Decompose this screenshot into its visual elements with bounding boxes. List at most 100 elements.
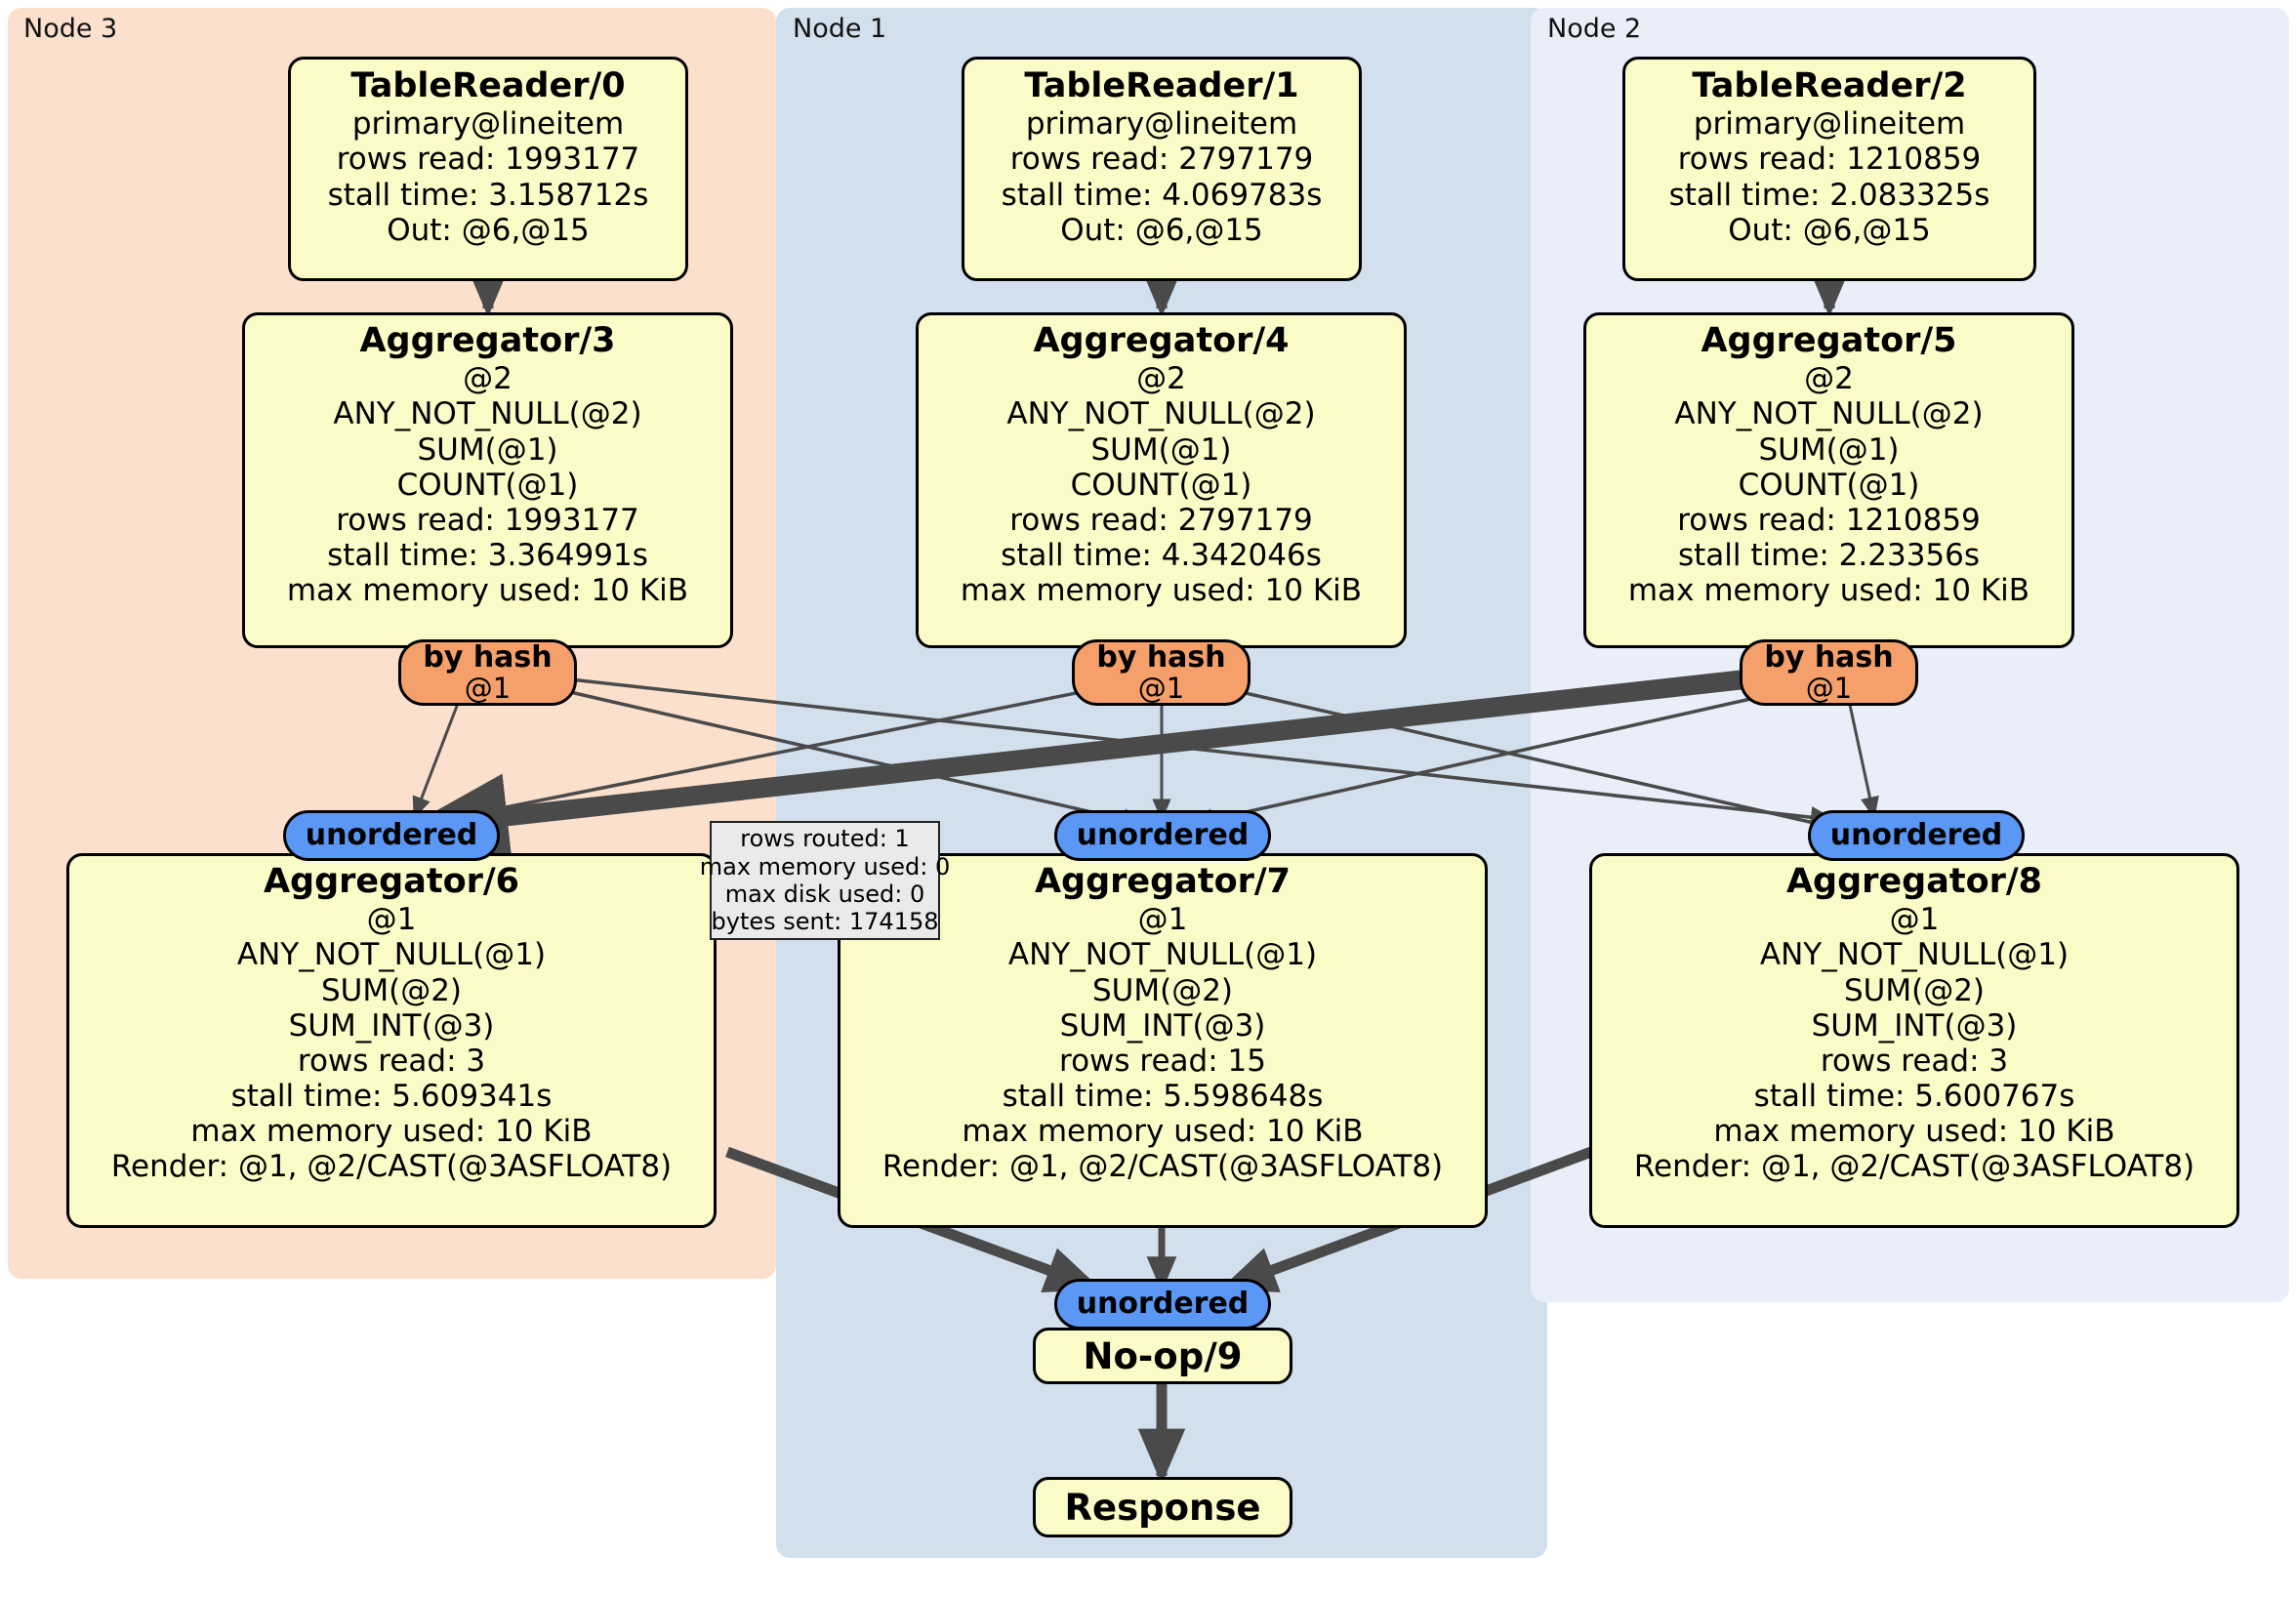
synchronizer-unordered-8[interactable]: unordered [1808, 810, 2025, 861]
processor-detail: SUM(@2) [1843, 972, 1986, 1008]
processor-detail: rows read: 1993177 [336, 142, 640, 178]
processor-detail: stall time: 2.23356s [1677, 537, 1981, 573]
processor-aggregator-6[interactable]: Aggregator/6 @1 ANY_NOT_NULL(@1) SUM(@2)… [66, 853, 717, 1228]
processor-title: Aggregator/7 [1034, 862, 1292, 901]
processor-title: No-op/9 [1083, 1334, 1243, 1377]
processor-tablereader-1[interactable]: TableReader/1 primary@lineitem rows read… [962, 57, 1362, 281]
processor-detail: rows read: 15 [1059, 1043, 1266, 1079]
processor-tablereader-0[interactable]: TableReader/0 primary@lineitem rows read… [288, 57, 688, 281]
processor-detail: SUM(@1) [1090, 431, 1232, 468]
processor-detail: max memory used: 10 KiB [1627, 572, 2030, 608]
router-by-hash-5[interactable]: by hash @1 [1740, 639, 1918, 706]
processor-title: TableReader/2 [1692, 66, 1967, 105]
processor-detail: max memory used: 10 KiB [1713, 1113, 2115, 1149]
processor-detail: max memory used: 10 KiB [190, 1113, 593, 1149]
processor-detail: SUM_INT(@3) [288, 1007, 495, 1044]
processor-detail: primary@lineitem [1693, 106, 1966, 143]
processor-detail: stall time: 5.609341s [230, 1078, 553, 1114]
processor-aggregator-7[interactable]: Aggregator/7 @1 ANY_NOT_NULL(@1) SUM(@2)… [838, 853, 1488, 1228]
synchronizer-unordered-6[interactable]: unordered [283, 810, 500, 861]
processor-detail: stall time: 5.598648s [1002, 1078, 1324, 1114]
processor-detail: rows read: 1993177 [336, 502, 639, 538]
processor-detail: @1 [1137, 902, 1188, 938]
router-column: @1 [464, 671, 512, 705]
processor-response[interactable]: Response [1033, 1477, 1292, 1537]
stream-stats-tooltip: rows routed: 1 max memory used: 0 max di… [700, 821, 950, 940]
processor-detail: ANY_NOT_NULL(@1) [1759, 937, 2070, 973]
processor-detail: COUNT(@1) [1738, 467, 1920, 503]
synchronizer-unordered-7[interactable]: unordered [1054, 810, 1271, 861]
cluster-label-node2: Node 2 [1547, 14, 1642, 44]
processor-detail: primary@lineitem [1025, 106, 1298, 143]
processor-detail: ANY_NOT_NULL(@1) [236, 937, 547, 973]
processor-title: Aggregator/6 [263, 862, 520, 901]
router-by-hash-4[interactable]: by hash @1 [1072, 639, 1250, 706]
processor-detail: Render: @1, @2/CAST(@3ASFLOAT8) [1633, 1149, 2195, 1185]
processor-title: TableReader/1 [1024, 66, 1299, 105]
processor-detail: max memory used: 10 KiB [962, 1113, 1364, 1149]
synchronizer-label: unordered [1076, 818, 1250, 852]
processor-detail: rows read: 3 [297, 1043, 486, 1079]
router-column: @1 [1805, 671, 1853, 705]
cluster-label-node3: Node 3 [23, 14, 118, 44]
processor-detail: rows read: 2797179 [1009, 142, 1314, 178]
synchronizer-label: unordered [1829, 818, 2003, 852]
tooltip-line: max disk used: 0 [724, 880, 925, 908]
processor-title: Aggregator/8 [1785, 862, 2043, 901]
synchronizer-label: unordered [1076, 1287, 1250, 1321]
processor-detail: SUM(@2) [1091, 972, 1234, 1008]
processor-detail: Out: @6,@15 [1728, 212, 1931, 248]
processor-detail: COUNT(@1) [396, 467, 579, 503]
processor-detail: stall time: 4.069783s [1001, 177, 1323, 213]
synchronizer-unordered-9[interactable]: unordered [1054, 1279, 1271, 1330]
processor-detail: primary@lineitem [351, 106, 625, 143]
cluster-label-node1: Node 1 [793, 14, 887, 44]
tooltip-line: max memory used: 0 [699, 852, 951, 880]
processor-noop-9[interactable]: No-op/9 [1033, 1328, 1292, 1384]
processor-detail: stall time: 3.364991s [327, 537, 648, 573]
processor-detail: Render: @1, @2/CAST(@3ASFLOAT8) [110, 1149, 673, 1185]
processor-detail: Out: @6,@15 [387, 212, 590, 248]
router-by-hash-3[interactable]: by hash @1 [398, 639, 577, 706]
processor-detail: rows read: 2797179 [1009, 502, 1313, 538]
tooltip-line: rows routed: 1 [740, 825, 910, 853]
processor-detail: max memory used: 10 KiB [286, 572, 689, 608]
processor-detail: Out: @6,@15 [1060, 212, 1263, 248]
router-label: by hash [1096, 640, 1226, 676]
processor-title: Aggregator/3 [359, 321, 616, 360]
processor-detail: @1 [1889, 902, 1940, 938]
processor-detail: Render: @1, @2/CAST(@3ASFLOAT8) [882, 1149, 1444, 1185]
processor-tablereader-2[interactable]: TableReader/2 primary@lineitem rows read… [1622, 57, 2036, 281]
processor-detail: @2 [1804, 361, 1854, 397]
processor-title: Aggregator/5 [1701, 321, 1957, 360]
router-label: by hash [1764, 640, 1894, 676]
processor-title: Aggregator/4 [1033, 321, 1290, 360]
processor-detail: rows read: 3 [1820, 1043, 2009, 1079]
processor-aggregator-8[interactable]: Aggregator/8 @1 ANY_NOT_NULL(@1) SUM(@2)… [1589, 853, 2239, 1228]
tooltip-line: bytes sent: 174158 [711, 908, 939, 936]
processor-detail: ANY_NOT_NULL(@2) [1006, 396, 1316, 432]
processor-detail: @2 [1136, 361, 1186, 397]
processor-detail: SUM_INT(@3) [1059, 1007, 1266, 1044]
processor-detail: stall time: 5.600767s [1753, 1078, 2075, 1114]
processor-detail: stall time: 2.083325s [1668, 177, 1990, 213]
processor-detail: SUM(@1) [417, 431, 558, 468]
processor-title: Response [1064, 1486, 1261, 1529]
processor-detail: SUM(@2) [320, 972, 463, 1008]
processor-detail: ANY_NOT_NULL(@2) [1674, 396, 1984, 432]
processor-detail: ANY_NOT_NULL(@2) [333, 396, 642, 432]
synchronizer-label: unordered [305, 818, 478, 852]
processor-detail: rows read: 1210859 [1677, 502, 1981, 538]
processor-aggregator-5[interactable]: Aggregator/5 @2 ANY_NOT_NULL(@2) SUM(@1)… [1583, 312, 2074, 648]
processor-detail: max memory used: 10 KiB [960, 572, 1363, 608]
router-column: @1 [1137, 671, 1185, 705]
processor-detail: rows read: 1210859 [1677, 142, 1982, 178]
processor-title: TableReader/0 [350, 66, 626, 105]
router-label: by hash [423, 640, 553, 676]
processor-detail: stall time: 4.342046s [1001, 537, 1322, 573]
processor-detail: @1 [366, 902, 417, 938]
processor-aggregator-4[interactable]: Aggregator/4 @2 ANY_NOT_NULL(@2) SUM(@1)… [916, 312, 1407, 648]
processor-detail: @2 [463, 361, 512, 397]
processor-aggregator-3[interactable]: Aggregator/3 @2 ANY_NOT_NULL(@2) SUM(@1)… [242, 312, 733, 648]
